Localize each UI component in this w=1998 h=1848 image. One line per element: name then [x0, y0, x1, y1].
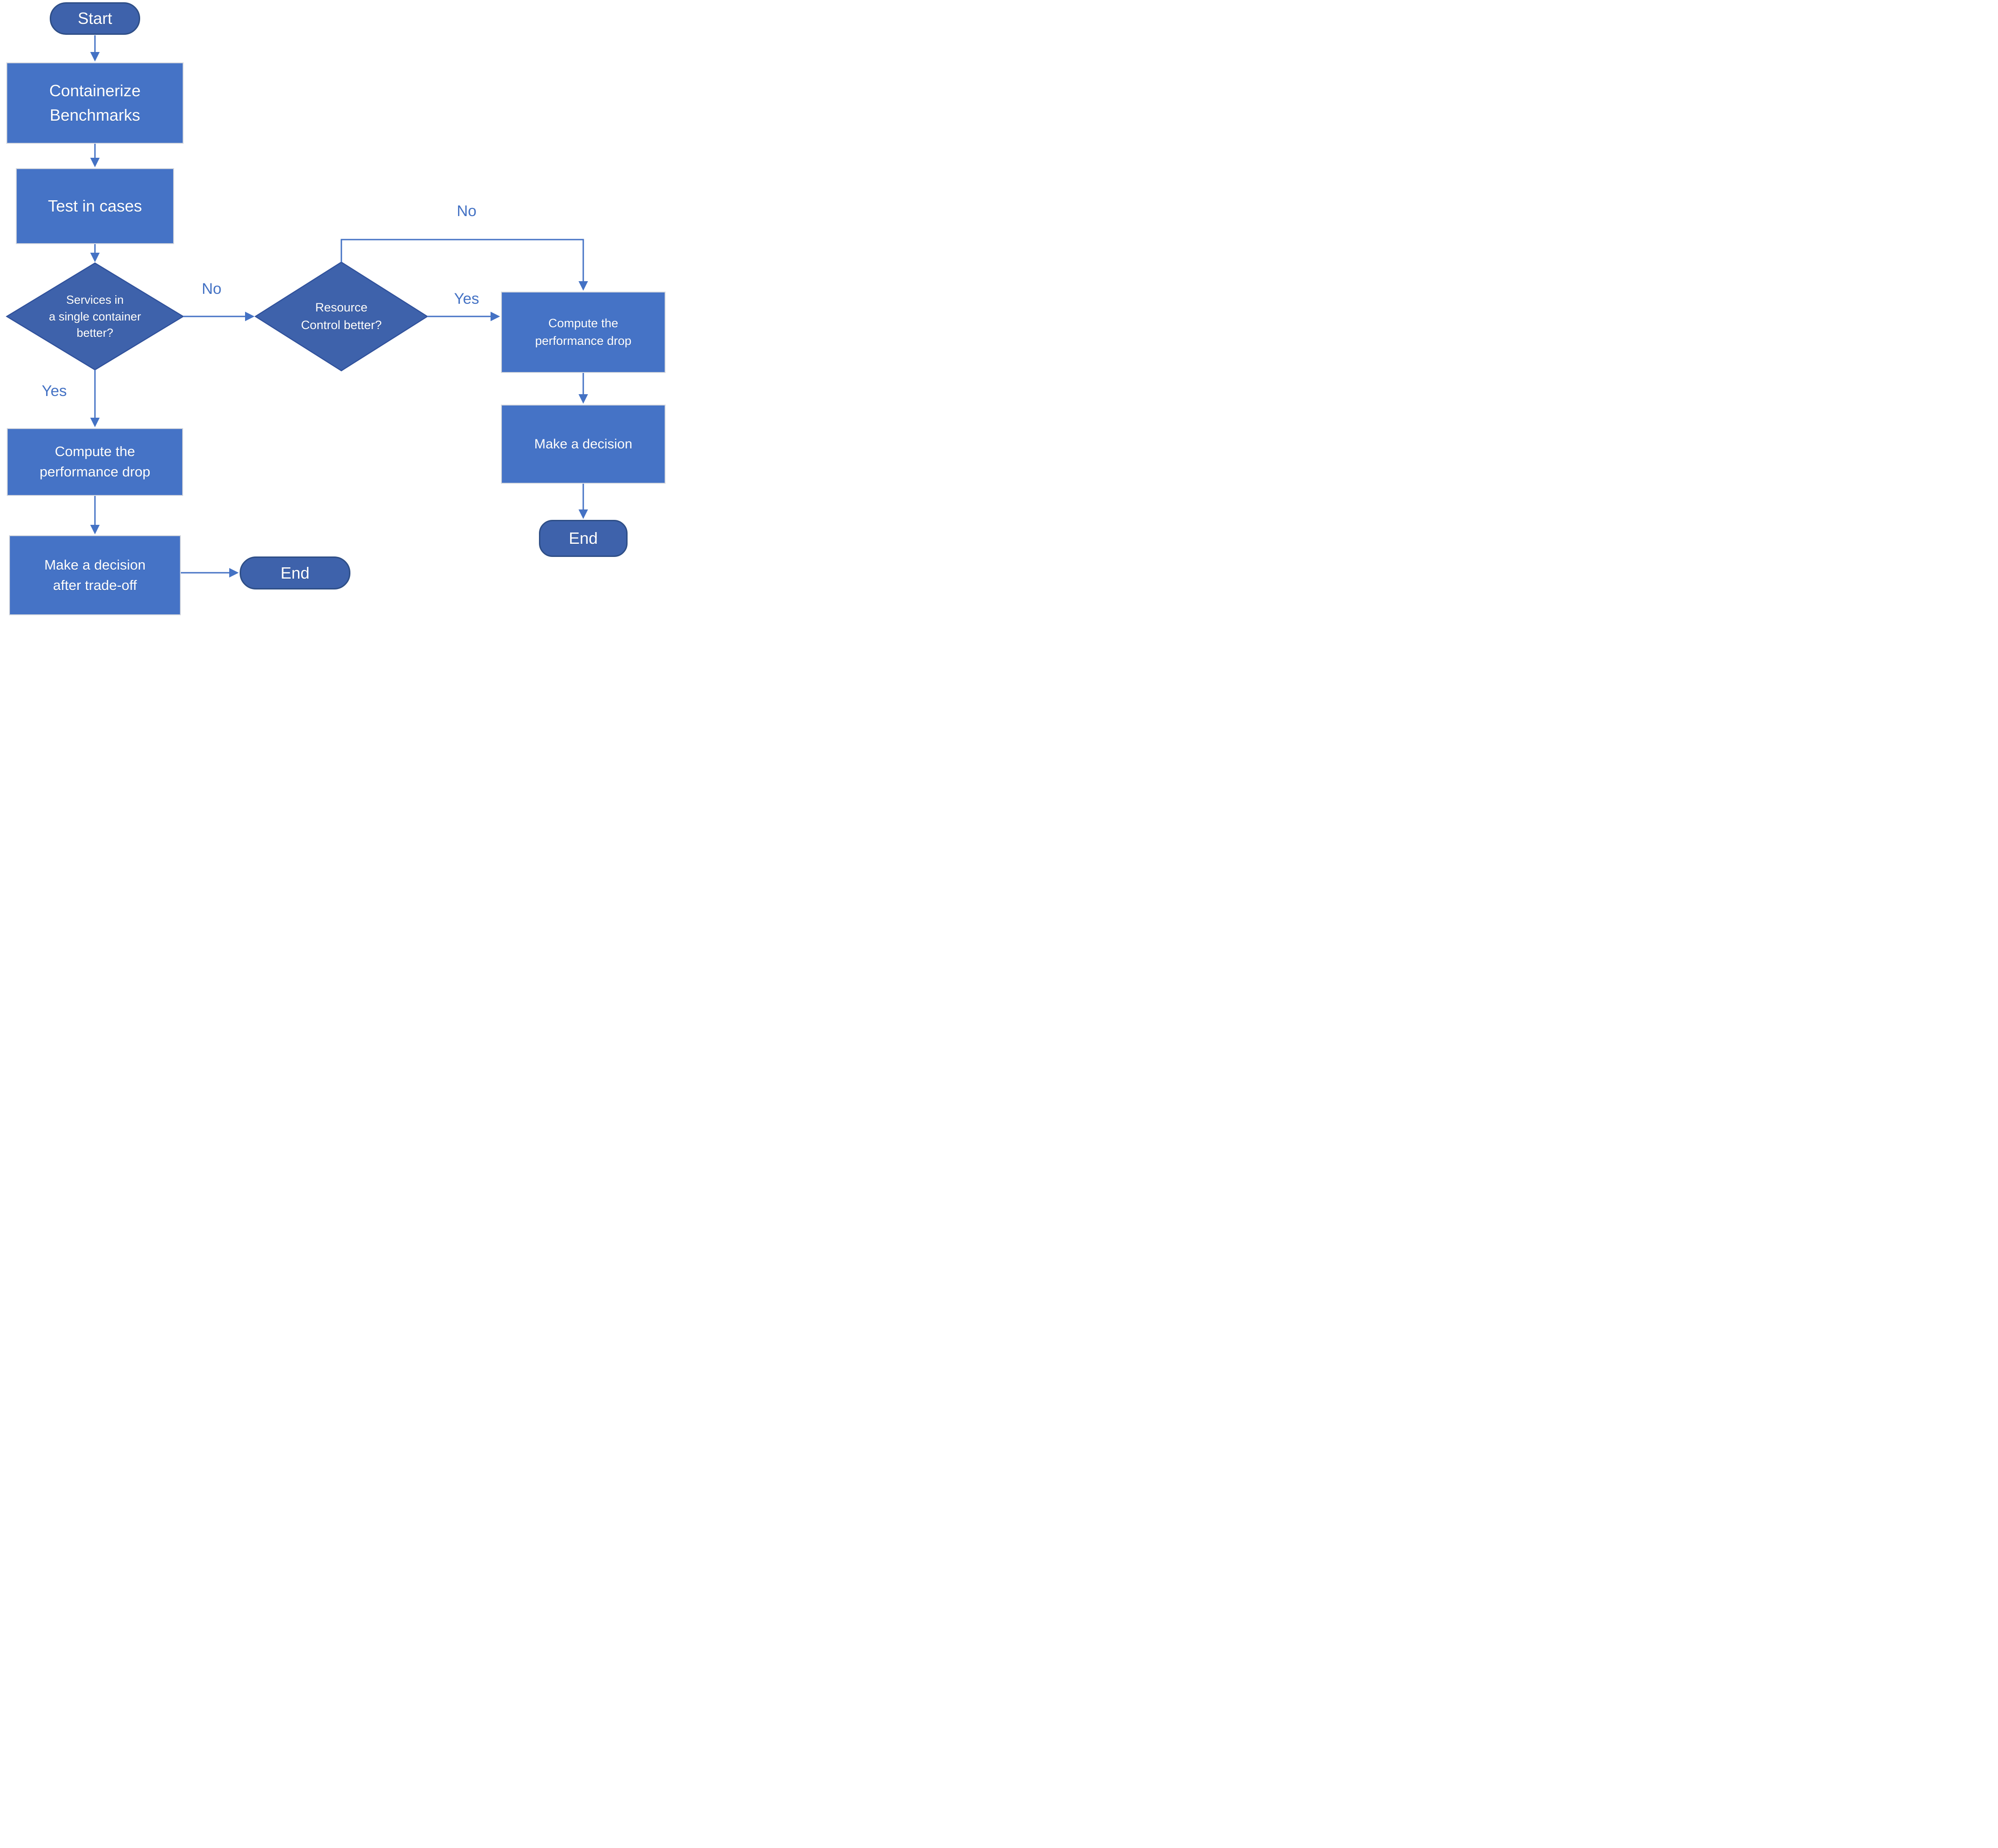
end-right-node: End	[539, 520, 628, 557]
single-decision-line3: better?	[76, 326, 113, 340]
compute-performance-drop-left-node: Compute the performance drop	[7, 428, 183, 496]
compute-left-line1: Compute the	[55, 443, 135, 460]
test-in-cases-label: Test in cases	[47, 197, 142, 215]
end-left-label: End	[280, 563, 310, 582]
compute-left-line2: performance drop	[39, 464, 151, 480]
compute-performance-drop-right-node: Compute the performance drop	[501, 292, 666, 373]
resource-no-label: No	[457, 203, 477, 220]
compute-right-line1: Compute the	[548, 316, 619, 330]
single-yes-label: Yes	[42, 382, 67, 400]
resource-control-decision-text: Resource Control better?	[255, 262, 427, 371]
single-container-decision-text: Services in a single container better?	[7, 263, 183, 370]
containerize-line1: Containerize	[49, 81, 141, 100]
decide-right-label: Make a decision	[534, 436, 633, 452]
start-node: Start	[50, 2, 140, 35]
compute-right-line2: performance drop	[535, 334, 632, 348]
decide-left-line1: Make a decision	[44, 556, 146, 573]
test-in-cases-node: Test in cases	[16, 168, 174, 244]
containerize-line2: Benchmarks	[49, 106, 141, 124]
make-a-decision-node: Make a decision	[501, 405, 666, 484]
resource-yes-label: Yes	[454, 290, 479, 307]
start-label: Start	[77, 9, 113, 28]
single-decision-line2: a single container	[49, 309, 141, 323]
single-no-label: No	[202, 280, 222, 297]
resource-decision-line1: Resource	[315, 300, 368, 314]
flowchart-canvas: Start Containerize Benchmarks Test in ca…	[0, 0, 666, 616]
end-right-label: End	[568, 529, 598, 547]
decide-left-line2: after trade-off	[53, 577, 137, 593]
end-left-node: End	[240, 556, 350, 589]
single-decision-line1: Services in	[66, 293, 124, 307]
containerize-benchmarks-node: Containerize Benchmarks	[6, 62, 184, 144]
make-decision-trade-off-node: Make a decision after trade-off	[9, 535, 181, 615]
resource-decision-line2: Control better?	[301, 318, 382, 332]
